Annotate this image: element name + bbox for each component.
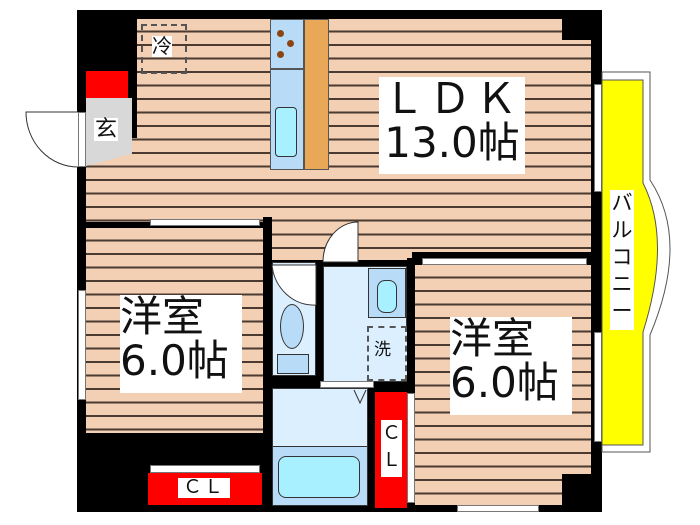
balcony-label: バ ル コ ニ ー [610,190,634,330]
kitchen-stove [270,19,304,69]
balcony-label-1: バ [611,191,633,215]
refrigerator-label: 冷 [152,34,172,58]
right-room-bottom-window [457,505,539,512]
left-room-window [78,290,86,400]
western-room-right-label: 洋室 6.0帖 [450,314,572,415]
entrance-door-frame [78,112,86,167]
balcony-label-3: コ [611,244,633,269]
washer-label: 洗 [374,340,391,360]
kitchen-bar-counter [304,19,329,170]
stove-burner-3 [277,51,284,58]
ldk-room-label: ＬＤＫ 13.0帖 [379,74,525,174]
ldk-room-size: 13.0帖 [384,118,520,168]
left-room-sliding-door [150,219,260,226]
washroom-door [320,381,374,388]
closet-right-label-c: Ｃ [381,422,401,444]
kitchen-sink [275,107,297,157]
balcony-label-2: ル [611,217,633,242]
bathroom-right-wall [368,388,375,512]
toilet-tank [277,354,309,374]
right-closet-door [407,393,415,503]
stove-burner-1 [277,30,284,37]
washer-space [367,326,407,381]
toilet-bowl [280,304,304,349]
western-room-left-size: 6.0帖 [120,336,229,386]
closet-right-label: Ｃ Ｌ [381,420,402,477]
entrance-shoe-cabinet [86,71,128,98]
toilet-bottom-wall [272,376,323,386]
stove-burner-2 [287,40,294,47]
balcony-label-4: ニ [611,271,633,296]
balcony-label-5: ー [611,298,633,323]
entrance-label: 玄 [94,117,119,142]
left-closet-door [150,465,260,473]
right-room-corner-block [562,474,602,512]
toilet-right-wall [316,260,323,386]
western-room-left-label: 洋室 6.0帖 [120,292,242,393]
closet-right-label-l: Ｌ [381,448,401,471]
refrigerator-space [141,24,187,74]
top-right-wall-block [562,10,602,40]
vanity-basin [377,280,397,313]
bathtub [278,456,360,498]
western-room-left-name: 洋室 [120,292,205,341]
washroom-right-wall [407,258,415,393]
closet-left-label: ＣＬ [178,477,231,498]
ldk-floor-right-lower [412,222,591,252]
ldk-room-name: ＬＤＫ [382,74,521,123]
western-room-right-size: 6.0帖 [450,358,559,408]
western-room-right-name: 洋室 [450,314,535,363]
right-room-door [422,258,587,265]
left-room-right-wall [263,217,272,512]
